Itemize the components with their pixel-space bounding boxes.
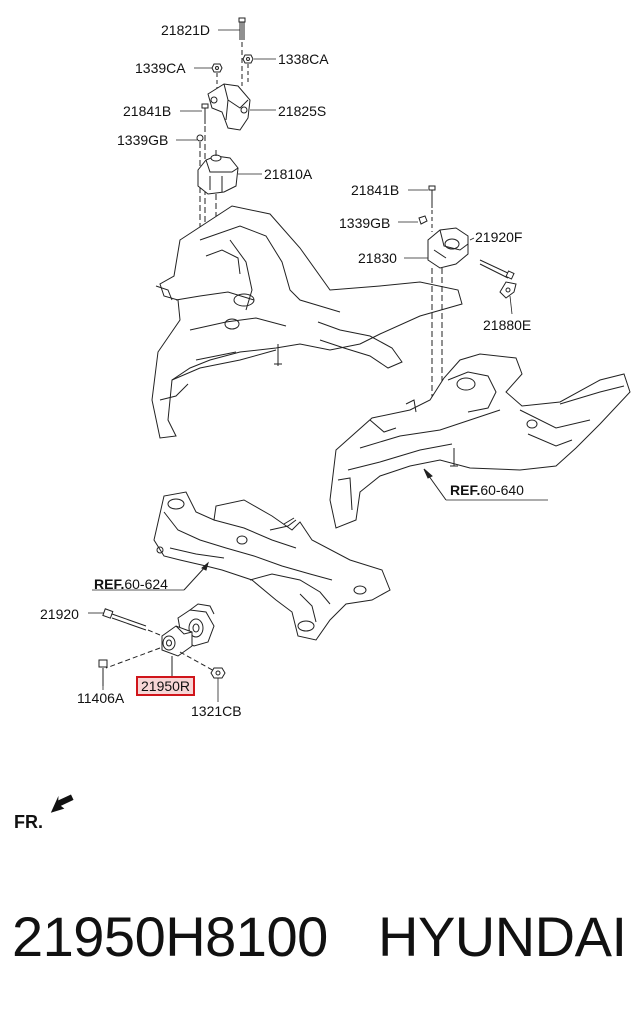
bolt-21920: [102, 608, 147, 631]
nut-1339GB-upper: [196, 134, 204, 142]
ref-60-624-arrowhead: [201, 561, 209, 571]
label-21920: 21920: [40, 606, 79, 622]
label-1339GB-lower: 1339GB: [339, 215, 391, 231]
label-21810A: 21810A: [264, 166, 313, 182]
bracket-21880E: [499, 281, 517, 299]
subframe: [153, 491, 391, 641]
label-21825S: 21825S: [278, 103, 327, 119]
bolt-11406A: [98, 659, 108, 686]
label-21841B-upper: 21841B: [123, 103, 172, 119]
roll-stopper-21950R: [161, 625, 193, 657]
label-1339GB-upper: 1339GB: [117, 132, 169, 148]
bolt-21841B-upper: [201, 103, 209, 124]
part-number: 21950H8100: [12, 905, 328, 968]
front-label: FR.: [14, 812, 43, 832]
label-21880E: 21880E: [483, 317, 532, 333]
ref-60-624-prefix: REF.: [94, 576, 125, 592]
nut-1338CA: [242, 54, 254, 64]
label-leaders: [88, 29, 548, 702]
brand-name: HYUNDAI: [378, 905, 627, 968]
label-21950R-highlighted[interactable]: 21950R: [136, 676, 196, 696]
label-11406A: 11406A: [77, 690, 125, 706]
ref-60-640-number: 60-640: [480, 482, 524, 498]
footer: [0, 850, 636, 1017]
exploded-parts-diagram: 21821D 1339CA 1338CA 21841B 21825S 1339G…: [14, 17, 631, 832]
label-21821D: 21821D: [161, 22, 211, 38]
ref-60-640[interactable]: REF.60-640: [450, 482, 524, 498]
left-side-member: [151, 205, 463, 439]
label-1338CA: 1338CA: [278, 51, 329, 67]
label-21830: 21830: [358, 250, 397, 266]
transmission-mount-21830: [427, 227, 469, 269]
right-side-member: [329, 353, 631, 529]
front-direction-arrow-icon: [50, 794, 74, 813]
label-1339CA: 1339CA: [135, 60, 186, 76]
label-21841B-lower: 21841B: [351, 182, 400, 198]
bolt-21920F: [479, 259, 515, 280]
nut-1339CA: [211, 63, 223, 73]
nut-1339GB-lower: [418, 215, 428, 225]
bolt-21841B-lower: [428, 185, 436, 208]
label-1321CB: 1321CB: [191, 703, 242, 719]
label-21920F: 21920F: [475, 229, 523, 245]
engine-mount-21810A: [197, 150, 239, 195]
ref-60-624-leader: [183, 565, 207, 591]
diagram-drawing: [50, 17, 631, 813]
bolt-21821D: [238, 17, 246, 40]
ref-60-640-prefix: REF.: [450, 482, 481, 498]
ref-60-624-number: 60-624: [124, 576, 168, 592]
bracket-21825S: [207, 83, 251, 131]
nut-1321CB: [210, 667, 226, 679]
ref-60-640-arrowhead: [423, 468, 433, 479]
ref-60-624[interactable]: REF.60-624: [94, 576, 168, 592]
